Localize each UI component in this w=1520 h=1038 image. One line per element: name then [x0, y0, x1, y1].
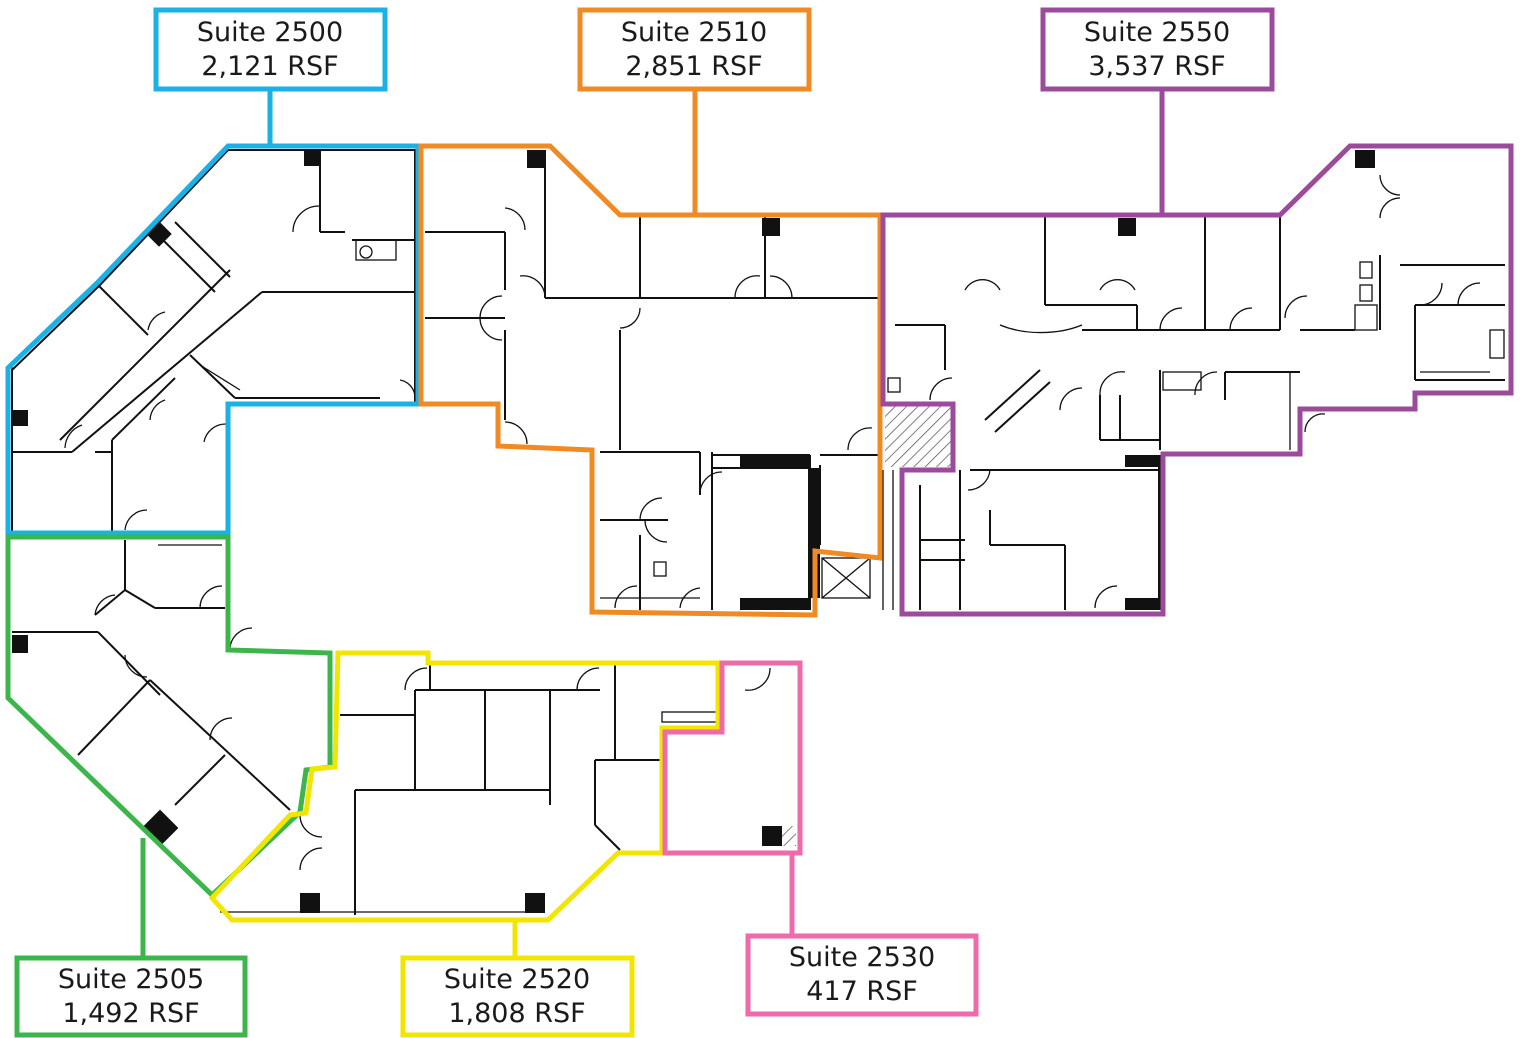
suite-area: 417 RSF — [806, 976, 918, 1007]
suite-outline-2520[interactable] — [208, 650, 721, 923]
leader-lines — [140, 90, 1165, 958]
suite-area: 2,851 RSF — [625, 51, 762, 82]
suite-label-2530[interactable]: Suite 2530 417 RSF — [745, 933, 979, 1017]
suite-name: Suite 2505 — [58, 964, 204, 995]
walls-suite-2550 — [882, 150, 1505, 610]
suite-area: 2,121 RSF — [201, 51, 338, 82]
suite-label-2550[interactable]: Suite 2550 3,537 RSF — [1040, 7, 1275, 92]
walls-suite-2520 — [220, 665, 771, 915]
suite-area: 1,492 RSF — [62, 998, 199, 1029]
suite-area: 3,537 RSF — [1088, 51, 1225, 82]
suite-name: Suite 2500 — [197, 17, 343, 48]
suite-outline-2500[interactable] — [5, 143, 421, 536]
suite-name: Suite 2510 — [621, 17, 767, 48]
suite-label-box — [14, 955, 248, 1038]
suite-name: Suite 2530 — [789, 942, 935, 973]
suite-outline-2530[interactable] — [662, 660, 803, 856]
walls-suite-2505 — [12, 540, 291, 847]
suite-label-box — [400, 955, 635, 1038]
suite-label-2505[interactable]: Suite 2505 1,492 RSF — [14, 955, 248, 1038]
floor-plan-walls — [11, 149, 1505, 915]
suite-label-2510[interactable]: Suite 2510 2,851 RSF — [577, 7, 812, 92]
suite-label-box — [1040, 7, 1275, 92]
walls-suite-2510 — [425, 150, 880, 610]
suite-name: Suite 2520 — [444, 964, 590, 995]
suite-name: Suite 2550 — [1084, 17, 1230, 48]
suite-label-2500[interactable]: Suite 2500 2,121 RSF — [153, 7, 388, 92]
suite-label-box — [153, 7, 388, 92]
suite-outline-2550[interactable] — [880, 143, 1514, 617]
walls-suite-2530 — [762, 826, 796, 846]
suite-label-box — [745, 933, 979, 1017]
suite-outline-2505[interactable] — [5, 534, 333, 899]
suite-outline-2510[interactable] — [418, 143, 883, 618]
suite-label-box — [577, 7, 812, 92]
suite-outlines — [5, 143, 1514, 923]
suite-area: 1,808 RSF — [448, 998, 585, 1029]
suite-label-2520[interactable]: Suite 2520 1,808 RSF — [400, 955, 635, 1038]
walls-suite-2500 — [11, 149, 416, 533]
